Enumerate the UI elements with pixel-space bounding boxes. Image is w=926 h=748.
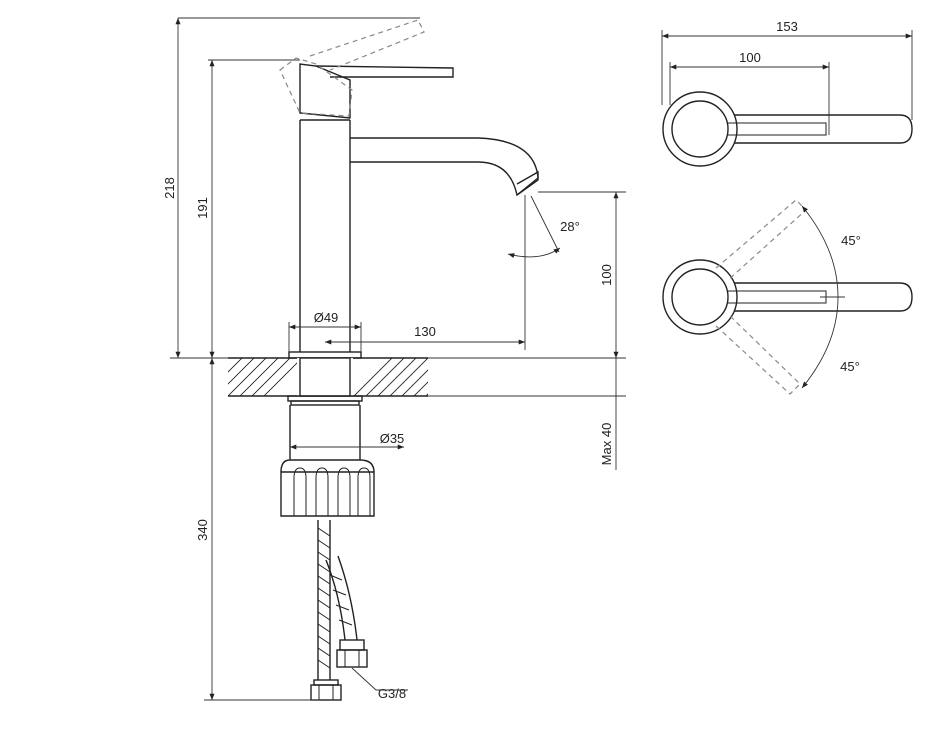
- faucet-side-view: [228, 19, 539, 701]
- dim-d35-label: Ø35: [380, 431, 405, 446]
- front-view-dimensions: 218 191 340 100 Max 40 Ø49 130 Ø35 28° G…: [162, 17, 626, 701]
- lever-rotation-view: 45° 45°: [662, 199, 913, 395]
- dim-130-label: 130: [414, 324, 436, 339]
- dim-340-label: 340: [195, 519, 210, 541]
- top-view-100-label: 100: [739, 50, 761, 65]
- dim-28deg-label: 28°: [560, 219, 580, 234]
- rotation-45-top-label: 45°: [841, 233, 861, 248]
- faucet-top-view: 153 100: [661, 19, 913, 167]
- dim-d49-label: Ø49: [314, 310, 339, 325]
- dim-191-label: 191: [195, 197, 210, 219]
- dim-max40-label: Max 40: [599, 423, 614, 466]
- dim-g38-label: G3/8: [378, 686, 406, 701]
- dim-218-label: 218: [162, 177, 177, 199]
- fixing-nut: [280, 459, 375, 517]
- top-view-153-label: 153: [776, 19, 798, 34]
- dim-100-vertical-label: 100: [599, 264, 614, 286]
- rotation-45-bottom-label: 45°: [840, 359, 860, 374]
- supply-hoses: [310, 520, 368, 701]
